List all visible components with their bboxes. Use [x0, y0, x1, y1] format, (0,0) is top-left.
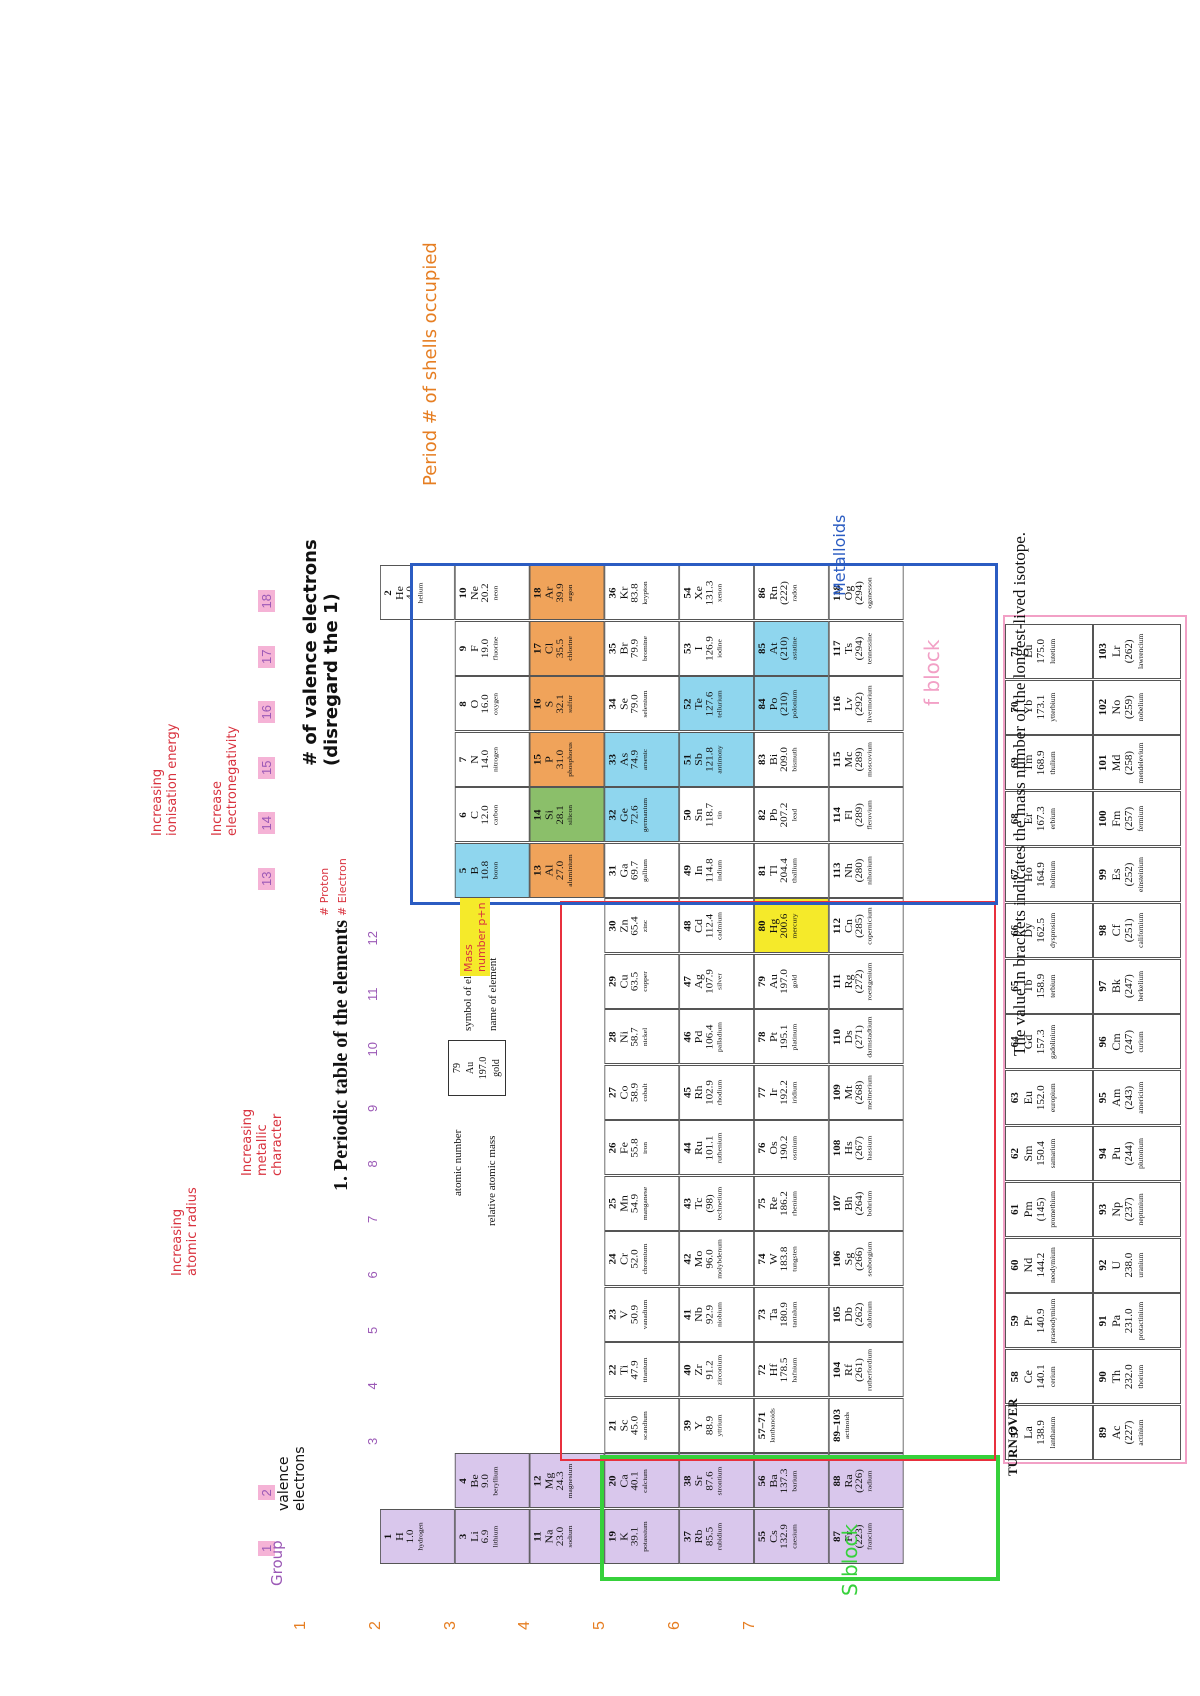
group-number: 14: [258, 812, 275, 835]
group-number: 8: [365, 1160, 380, 1168]
p-block-outline: [410, 563, 998, 905]
atomic-mass: 23.0: [555, 1526, 566, 1547]
annotation-s-block: S block: [838, 1523, 862, 1596]
key-mass-label: relative atomic mass: [486, 1135, 498, 1226]
element-symbol: Mg: [543, 1472, 556, 1490]
group-number: 5: [365, 1326, 380, 1334]
group-number: 6: [365, 1271, 380, 1279]
annotation-electroneg: Increase electronegativity: [210, 725, 240, 836]
key-atomic-number-label: atomic number: [452, 1129, 464, 1196]
group-number: 11: [365, 987, 380, 1002]
key-name: gold: [491, 1059, 502, 1077]
annotation-metallic: Increasing metallic character: [240, 1108, 285, 1176]
annotation-proton: # Proton: [318, 867, 331, 916]
group-number: 10: [365, 1042, 380, 1057]
period-number: 7: [740, 1621, 758, 1630]
annotation-radius: Increasing atomic radius: [170, 1187, 200, 1276]
group-number: 13: [258, 867, 275, 890]
footer-note: The value in brackets indicates the mass…: [1010, 531, 1029, 1056]
atomic-mass: 1.0: [405, 1529, 416, 1544]
element-name: sodium: [566, 1525, 574, 1548]
annotation-group: Group: [268, 1540, 286, 1586]
element-symbol: Be: [468, 1474, 481, 1488]
element-symbol: H: [393, 1532, 406, 1541]
key-mass: 197.0: [478, 1056, 489, 1080]
group-number: 2: [258, 1485, 275, 1501]
annotation-f-block: f block: [920, 639, 944, 706]
period-number: 1: [292, 1621, 309, 1630]
s-block-outline: [600, 1455, 1000, 1581]
period-number: 2: [366, 1621, 384, 1630]
turn-over: TURN OVER: [1005, 1398, 1020, 1476]
element-name: magnesium: [566, 1463, 574, 1499]
annotation-valence-note: # of valence electrons (disregard the 1): [300, 539, 342, 766]
element-name: lithium: [491, 1525, 499, 1548]
group-number: 7: [365, 1215, 380, 1223]
group-number: 9: [365, 1104, 380, 1112]
period-number: 6: [666, 1621, 683, 1630]
annotation-electron: # Electron: [336, 858, 349, 916]
period-number: 5: [591, 1621, 609, 1630]
key-symbol: Au: [465, 1061, 476, 1075]
d-block-outline: [560, 901, 996, 1461]
page-title: 1. Periodic table of the elements: [330, 919, 352, 1191]
group-number: 3: [365, 1437, 380, 1445]
group-number: 17: [258, 645, 275, 668]
atomic-mass: 9.0: [480, 1474, 491, 1488]
annotation-metalloids: Metalloids: [830, 514, 849, 596]
group-number: 12: [365, 931, 380, 946]
element-name: beryllium: [491, 1466, 499, 1496]
key-box: 79 Au 197.0 gold: [448, 1040, 506, 1096]
group-number: 18: [258, 590, 275, 613]
key-number: 79: [452, 1063, 463, 1073]
annotation-period: Period # of shells occupied: [420, 242, 441, 486]
atomic-mass: 24.3: [555, 1471, 566, 1491]
f-block-outline: [1003, 615, 1187, 1464]
period-number: 4: [516, 1621, 534, 1630]
annotation-valence: valence electrons: [276, 1446, 308, 1511]
annotation-ionisation: Increasing ionisation energy: [150, 723, 180, 837]
group-number: 16: [258, 701, 275, 724]
element-name: hydrogen: [416, 1522, 425, 1551]
group-number: 4: [365, 1382, 380, 1390]
period-number: 3: [441, 1621, 459, 1630]
element-symbol: Li: [468, 1531, 481, 1542]
group-number: 15: [258, 756, 275, 779]
atomic-mass: 6.9: [480, 1529, 491, 1544]
element-symbol: Na: [543, 1529, 556, 1544]
annotation-mass-number: Mass number p+n: [460, 898, 490, 976]
element-symbol: He: [393, 586, 406, 600]
